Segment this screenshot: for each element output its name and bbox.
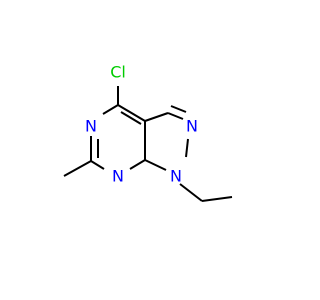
bond-n1-c7a: [129, 159, 146, 170]
bond-c2-methyl: [63, 160, 92, 177]
bond-c7a-n1pyr: [144, 159, 167, 171]
molecule-canvas: Cl N N N N: [63, 62, 233, 202]
bond-c4a-c3: [144, 112, 169, 122]
nitrogen-label-n1: N: [112, 167, 124, 186]
bond-c3-n2: [167, 112, 184, 120]
nitrogen-label-pyrazole-bottom: N: [170, 167, 182, 186]
nitrogen-label-n3: N: [85, 117, 97, 136]
bond-n1-ethyl-a: [179, 183, 203, 202]
bond-c3-n2-double: [170, 105, 187, 113]
chlorine-label: Cl: [110, 63, 126, 82]
structure-diagram: Cl N N N N: [63, 63, 233, 202]
bond-ethyl-b: [201, 196, 233, 202]
bond-c2-n1: [90, 160, 105, 170]
bond-c4-n3: [102, 104, 119, 115]
nitrogen-label-pyrazole-top: N: [186, 117, 198, 136]
bond-n2-n1: [185, 138, 189, 158]
bond-c4-c4a: [117, 104, 146, 122]
bond-c4-c4a-double: [120, 111, 142, 125]
